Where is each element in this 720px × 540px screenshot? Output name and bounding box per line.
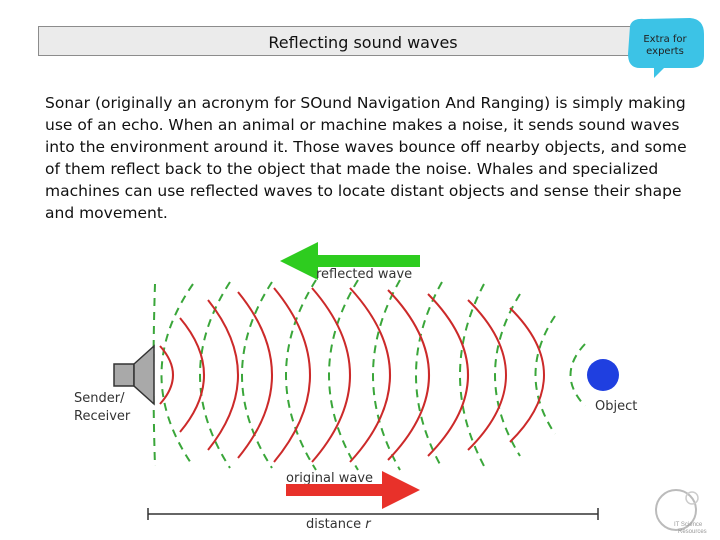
sender-label-line-1: Sender/ bbox=[74, 391, 125, 406]
object-circle bbox=[587, 359, 619, 391]
title-bar: Reflecting sound waves bbox=[38, 26, 686, 56]
reflected-wave-arrow bbox=[280, 242, 420, 280]
badge-line-1: Extra for bbox=[643, 34, 687, 45]
badge-shape bbox=[628, 18, 704, 78]
logo-line-1: IT Science bbox=[674, 522, 703, 528]
original-wave-arcs bbox=[159, 287, 545, 463]
badge-line-2: experts bbox=[646, 46, 684, 57]
distance-bar bbox=[147, 508, 599, 520]
wave-fronts bbox=[152, 279, 586, 471]
speaker-icon bbox=[113, 344, 155, 406]
distance-label: distance r bbox=[306, 517, 372, 532]
body-paragraph: Sonar (originally an acronym for SOund N… bbox=[45, 94, 687, 222]
original-wave-arrow bbox=[286, 471, 420, 509]
logo-line-2: Resources bbox=[678, 529, 707, 535]
slide-title: Reflecting sound waves bbox=[268, 33, 458, 52]
sender-label-line-2: Receiver bbox=[74, 409, 131, 424]
reflected-wave-arcs bbox=[152, 279, 586, 471]
original-wave-label: original wave bbox=[286, 471, 373, 486]
extra-for-experts-badge: Extra for experts bbox=[624, 16, 706, 80]
object-label: Object bbox=[595, 399, 637, 414]
reflected-wave-label: reflected wave bbox=[316, 267, 412, 282]
distance-label-text: distance bbox=[306, 517, 365, 532]
distance-variable: r bbox=[365, 517, 372, 532]
sonar-diagram: reflected wave bbox=[74, 242, 637, 532]
science-resources-logo: IT Science Resources bbox=[655, 489, 707, 535]
